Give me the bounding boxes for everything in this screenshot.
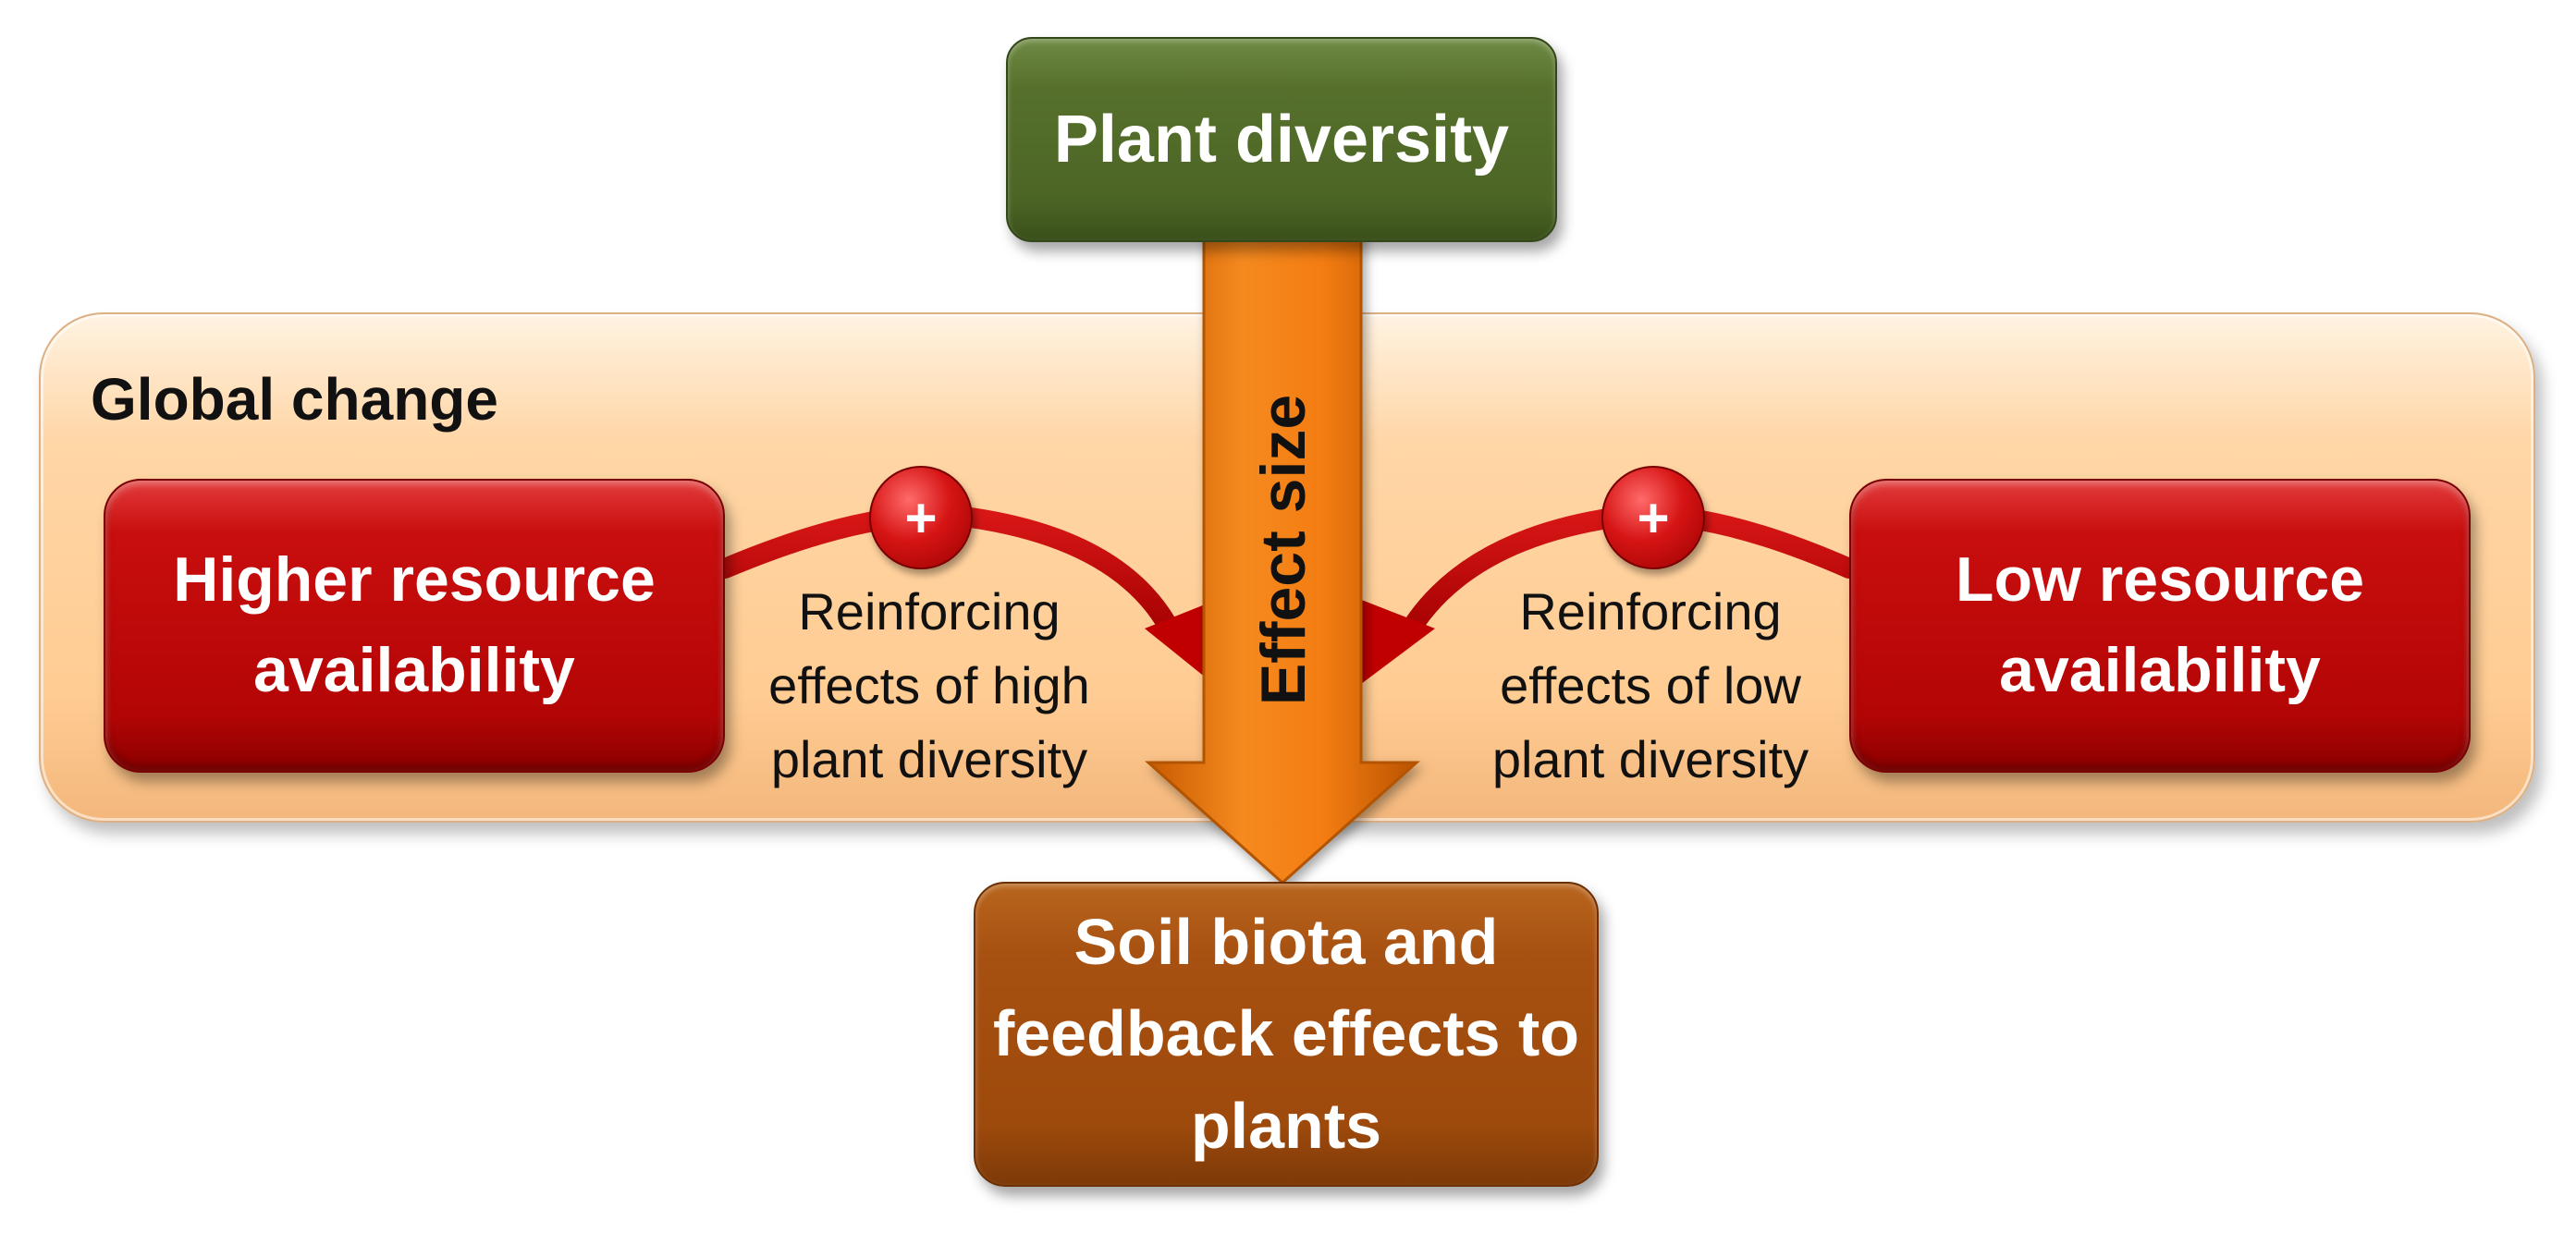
plus-sign-left: + xyxy=(869,466,973,569)
plant-diversity-box: Plant diversity xyxy=(1006,37,1557,242)
low-resource-box: Low resource availability xyxy=(1849,479,2471,773)
note-low-diversity: Reinforcing effects of low plant diversi… xyxy=(1491,582,1809,789)
right-arrowhead xyxy=(1339,599,1435,701)
effect-size-arrow xyxy=(1145,222,1420,885)
soil-biota-box: Soil biota and feedback effects to plant… xyxy=(974,882,1599,1187)
higher-resource-label: Higher resource availability xyxy=(173,544,656,705)
global-change-title: Global change xyxy=(91,366,498,433)
plus-sign-right: + xyxy=(1601,466,1705,569)
low-resource-label: Low resource availability xyxy=(1955,544,2365,705)
effect-size-label: Effect size xyxy=(1248,394,1319,706)
higher-resource-box: Higher resource availability xyxy=(104,479,725,773)
plant-diversity-label: Plant diversity xyxy=(1053,103,1510,177)
note-high-diversity: Reinforcing effects of high plant divers… xyxy=(768,582,1090,789)
soil-biota-label: Soil biota and feedback effects to plant… xyxy=(992,905,1580,1162)
